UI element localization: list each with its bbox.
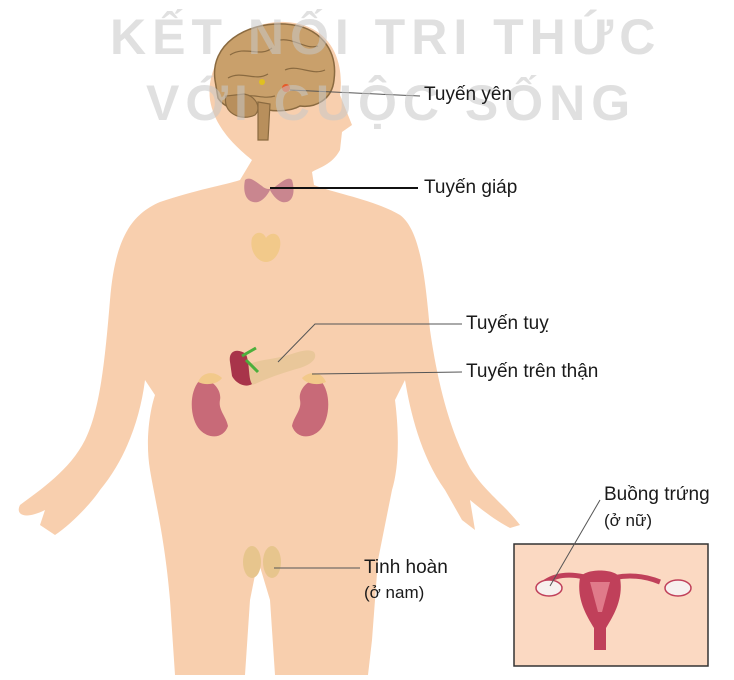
label-pituitary: Tuyến yên — [424, 84, 512, 106]
label-thyroid: Tuyến giáp — [424, 177, 517, 199]
label-ovary-note: (ở nữ) — [604, 510, 652, 532]
label-pancreas: Tuyến tuỵ — [466, 313, 549, 335]
label-testis: Tinh hoàn — [364, 557, 448, 579]
label-ovary: Buồng trứng — [604, 484, 710, 506]
label-testis-note: (ở nam) — [364, 582, 424, 604]
watermark-line-1: KẾT NỐI TRI THỨC — [110, 8, 661, 66]
watermark-line-2: VỚI CUỘC SỐNG — [146, 74, 636, 132]
right-testis — [263, 546, 281, 578]
right-ovary — [665, 580, 691, 596]
label-adrenal: Tuyến trên thận — [466, 361, 598, 383]
left-testis — [243, 546, 261, 578]
left-ovary — [536, 580, 562, 596]
